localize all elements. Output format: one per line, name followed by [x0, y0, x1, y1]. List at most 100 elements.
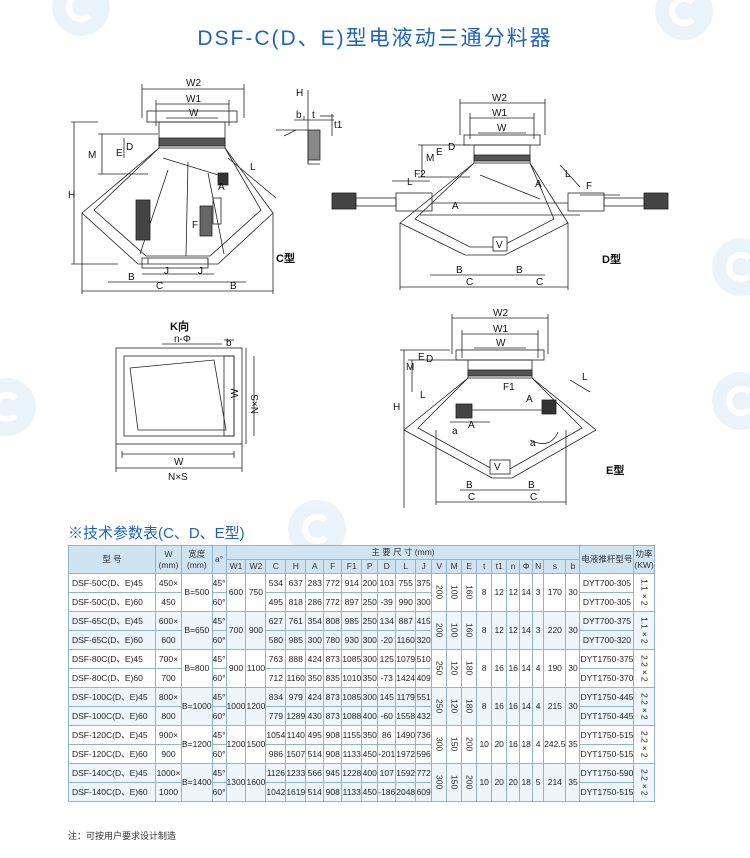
header-dim: D — [377, 559, 397, 574]
dim-h: H — [393, 402, 400, 413]
cell-v: 250 — [431, 649, 448, 688]
cell-f1: 1010 — [341, 668, 363, 688]
cell-c: 495 — [265, 592, 287, 612]
cell-s: 220 — [543, 611, 567, 650]
header-dim: s — [543, 559, 567, 574]
cell-p: 250 — [361, 611, 379, 631]
header-w: W (mm) — [155, 545, 182, 574]
cell-f: 908 — [323, 744, 343, 764]
cell-b: 30 — [565, 611, 581, 650]
dim-e: E — [418, 352, 425, 363]
cell-width: B=1200 — [181, 725, 213, 764]
cell-a: 430 — [305, 706, 325, 726]
cell-c: 779 — [265, 706, 287, 726]
cell-a: 495 — [305, 725, 325, 745]
header-dim: E — [461, 559, 478, 574]
dim-a: A — [526, 394, 533, 405]
cell-d: 107 — [377, 763, 397, 783]
cell-t: 8 — [476, 611, 493, 650]
cell-e: 180 — [461, 687, 478, 726]
cell-j: 596 — [415, 744, 433, 764]
cell-width: B=1400 — [181, 763, 213, 802]
dim-l: L — [565, 169, 571, 180]
dim-j: J — [164, 266, 169, 277]
cell-s: 242.5 — [543, 725, 567, 764]
cell-w: 450× — [155, 573, 182, 593]
cell-a: 514 — [305, 782, 325, 802]
header-dim: t — [476, 559, 493, 574]
cell-w: 900 — [155, 744, 182, 764]
cell-t: 8 — [476, 573, 493, 612]
cell-t1: 20 — [491, 725, 508, 764]
dim-d: D — [426, 354, 433, 365]
dim-alpha2: a — [452, 426, 458, 437]
cell-m: 120 — [446, 687, 463, 726]
cell-l: 1972 — [395, 744, 417, 764]
cell-w2: 1100 — [245, 649, 267, 688]
cell-angle: 60° — [211, 630, 227, 650]
cell-h: 1140 — [285, 725, 307, 745]
header-dim: M — [446, 559, 463, 574]
cell-c: 1054 — [265, 725, 287, 745]
cell-model: DSF-80C(D、E)45 — [68, 649, 156, 669]
cell-pusher: DYT1750-515 — [579, 744, 635, 764]
cell-model: DSF-65C(D、E)45 — [68, 611, 156, 631]
dim-c2: C — [536, 277, 543, 288]
header-dim: t1 — [491, 559, 508, 574]
header-dim: W2 — [245, 559, 267, 574]
cell-j: 510 — [415, 649, 433, 669]
dim-w2: W2 — [493, 308, 508, 319]
d-caption: D型 — [602, 252, 621, 266]
cell-c: 627 — [265, 611, 287, 631]
dim-nxs-v: N×S — [250, 394, 261, 414]
cell-n: 16 — [506, 725, 521, 764]
cell-m: 150 — [446, 725, 463, 764]
dim-b: B — [456, 265, 463, 276]
header-main-dims: 主 要 尺 寸 (mm) — [225, 545, 581, 560]
cell-p: 300 — [361, 630, 379, 650]
dim-c: C — [466, 277, 473, 288]
cell-d: 134 — [377, 611, 397, 631]
cell-b: 35 — [565, 725, 581, 764]
dim-t: t — [312, 110, 315, 121]
cell-j: 300 — [415, 592, 433, 612]
cell-e: 180 — [461, 649, 478, 688]
header-power: 功率 (KW) — [633, 545, 655, 574]
dim-h: H — [68, 190, 75, 201]
cell-l: 990 — [395, 592, 417, 612]
page-title: DSF-C(D、E)型电液动三通分料器 — [197, 27, 553, 50]
cell-pusher: DYT700-305 — [579, 573, 635, 593]
cell-n: 12 — [506, 573, 521, 612]
cell-power: 2.2×2 — [633, 687, 655, 726]
cell-t1: 16 — [491, 687, 508, 726]
dim-w2: W2 — [492, 93, 507, 104]
cell-model: DSF-140C(D、E)45 — [68, 763, 156, 783]
cell-m: 100 — [446, 573, 463, 612]
dim-b: B — [128, 272, 135, 283]
cell-m: 120 — [446, 649, 463, 688]
cell-angle: 60° — [211, 668, 227, 688]
cell-h: 818 — [285, 592, 307, 612]
cell-angle: 60° — [211, 782, 227, 802]
cell-angle: 45° — [211, 687, 227, 707]
cell-j: 772 — [415, 763, 433, 783]
cell-t: 10 — [476, 763, 493, 802]
k-view-drawing: K向 n-Φ b W N×S W N×S — [102, 318, 262, 490]
cell-b: 30 — [565, 649, 581, 688]
cell-j: 409 — [415, 668, 433, 688]
cell-a: 300 — [305, 630, 325, 650]
cell-w: 900× — [155, 725, 182, 745]
cell-a: 286 — [305, 592, 325, 612]
cell-d: 103 — [377, 573, 397, 593]
header-angle: a° — [211, 545, 227, 574]
cell-power: 1.1×2 — [633, 573, 655, 612]
dim-w1: W1 — [492, 108, 507, 119]
dim-b: b — [226, 338, 232, 349]
cell-p: 300 — [361, 687, 379, 707]
cell-width: B=500 — [181, 573, 213, 612]
d-type-drawing: W2 W1 W D E M F2 F L L A A V B B C C D型 — [330, 93, 670, 295]
cell-f1: 1088 — [341, 706, 363, 726]
cell-model: DSF-50C(D、E)45 — [68, 573, 156, 593]
